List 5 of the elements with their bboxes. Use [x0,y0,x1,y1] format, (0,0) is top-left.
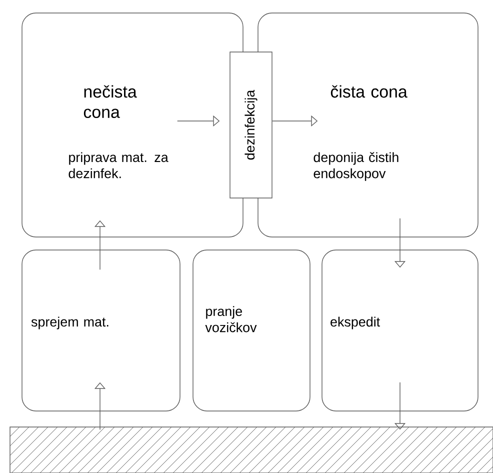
room-box: sprejem mat. [22,250,180,412]
process-box: dezinfekcija [230,52,272,198]
room-box: pranje vozičkov [192,250,310,412]
hatched-floor-drawing [10,426,493,473]
room-box: ekspedit [322,250,478,412]
